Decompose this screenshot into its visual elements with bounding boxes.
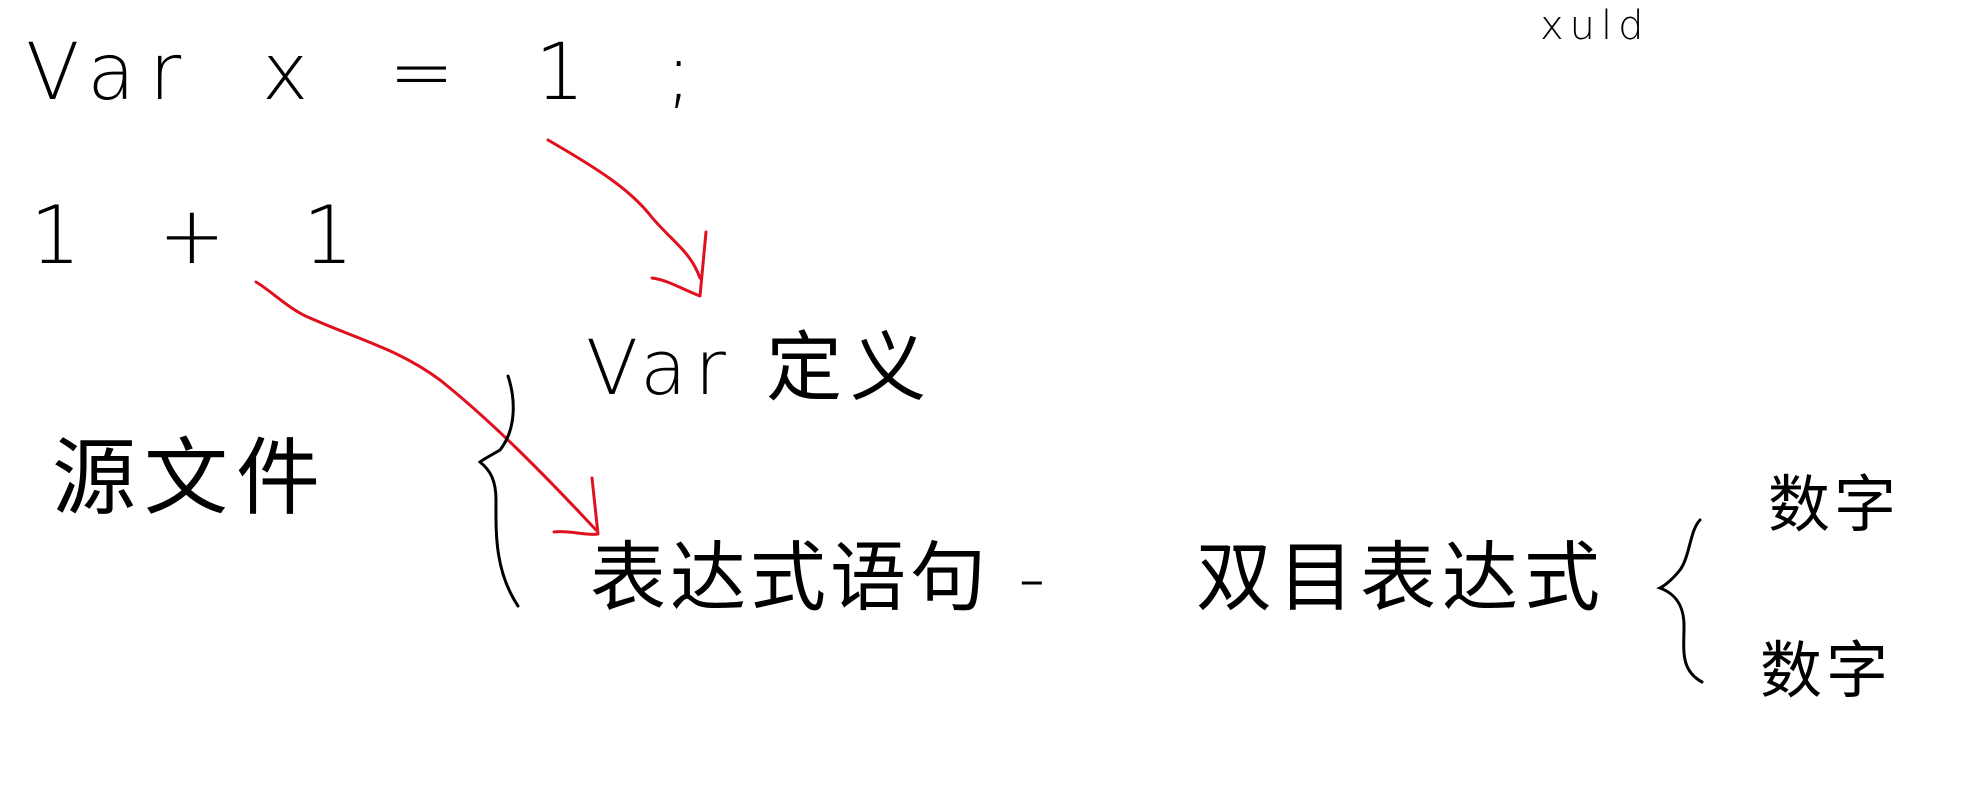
corner-note: xuld	[1540, 3, 1650, 49]
tree-node-expression-statement: 表达式语句 -	[590, 533, 1050, 622]
tree-leaf-operand-1: 数字	[1768, 468, 1901, 541]
arrow-expr-to-statement	[254, 280, 598, 532]
brace-binary-expression	[1656, 518, 1704, 684]
brace-source-file	[477, 374, 520, 608]
arrow-var-to-definition	[546, 138, 702, 280]
tree-root-source-file: 源文件	[52, 429, 329, 527]
code-line-addition: 1 + 1	[30, 189, 380, 282]
tree-node-var-definition: Var 定义	[586, 323, 935, 412]
code-line-var-declaration: Var x = 1 ;	[26, 28, 706, 118]
arrow-var-head	[650, 230, 708, 298]
arrow-expr-head	[552, 476, 600, 536]
tree-node-binary-expression: 双目表达式	[1196, 533, 1606, 622]
tree-leaf-operand-2: 数字	[1760, 634, 1893, 707]
